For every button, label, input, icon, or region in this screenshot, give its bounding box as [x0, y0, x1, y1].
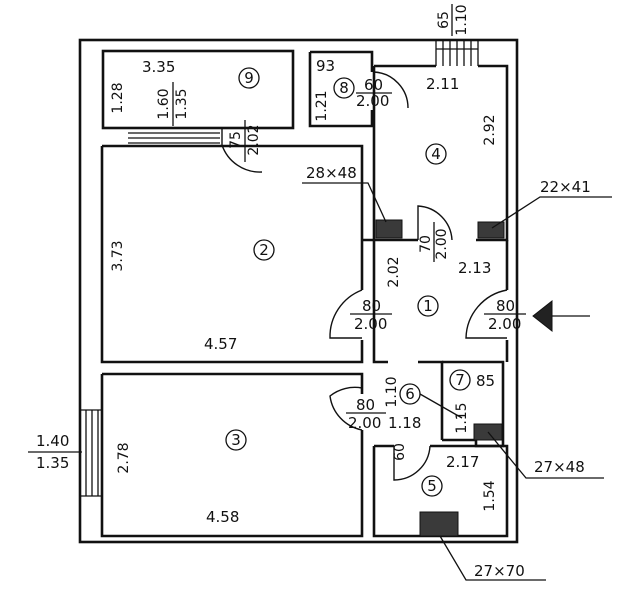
room-5-depth: 1.54	[482, 480, 498, 511]
room-9-number: 9	[244, 69, 254, 87]
balcony-window-width: 1.60	[156, 88, 172, 119]
corridor-dim-b: 1.18	[388, 414, 421, 432]
door-bath-width: 60	[392, 443, 408, 461]
room-7-width: 85	[476, 372, 495, 390]
room-7-depth: 1.15	[454, 402, 470, 433]
room-7-marker: 7	[449, 369, 471, 391]
room-9-outline	[101, 49, 295, 130]
room-2-depth: 3.73	[110, 240, 126, 271]
vent-room5	[419, 511, 459, 537]
room-5-marker: 5	[421, 475, 443, 497]
door-entrance-height: 2.00	[488, 315, 521, 333]
vent-room5-label: 27×70	[474, 562, 525, 580]
side-window-width: 1.40	[36, 432, 69, 450]
leader-vent-room5	[439, 535, 546, 581]
door-room2	[329, 289, 363, 339]
leader-vent-kitchen-left	[302, 182, 387, 223]
side-window	[79, 409, 102, 497]
vent-kitchen-left	[375, 219, 403, 239]
top-window-width: 65	[436, 11, 452, 29]
room-2-number: 2	[259, 241, 269, 259]
room-6-marker: 6	[399, 383, 421, 405]
door-room3	[329, 386, 363, 431]
vent-room7-label: 27×48	[534, 458, 585, 476]
door-room2-width: 80	[362, 297, 381, 315]
room-5-outline	[372, 444, 509, 538]
door-room3-width: 80	[356, 396, 375, 414]
leader-vent-kitchen-right	[491, 196, 612, 229]
room-3-width: 4.58	[206, 508, 239, 526]
room-2-width: 4.57	[204, 335, 237, 353]
room-5-width: 2.17	[446, 453, 479, 471]
room-4-number: 4	[431, 145, 441, 163]
room-1-marker: 1	[417, 295, 439, 317]
door-entrance	[465, 289, 508, 339]
hall-dim-right: 2.13	[458, 259, 491, 277]
room-8-number: 8	[339, 79, 349, 97]
door-balcony-width: 75	[228, 131, 244, 149]
top-window-height: 1.10	[454, 4, 470, 35]
leader-room6	[419, 393, 463, 419]
door-room2-height: 2.00	[354, 315, 387, 333]
door-kitchen-width: 70	[418, 235, 434, 253]
room-9-depth: 1.28	[110, 82, 126, 113]
room-8-outline	[308, 50, 374, 128]
room-8-door	[373, 71, 409, 109]
leader-vent-room7	[487, 431, 604, 479]
room-3-depth: 2.78	[116, 442, 132, 473]
door-room8-width: 60	[364, 76, 383, 94]
room-1-number: 1	[423, 297, 433, 315]
room-4-depth: 2.92	[482, 114, 498, 145]
door-balcony-height: 2.02	[246, 124, 262, 155]
room-8-depth: 1.21	[314, 90, 330, 121]
vent-kitchen-right-label: 22×41	[540, 178, 591, 196]
room-3-number: 3	[231, 431, 241, 449]
room-7-number: 7	[455, 371, 465, 389]
balcony-door	[221, 128, 263, 173]
entrance-arrow-icon	[532, 299, 590, 333]
door-room8-height: 2.00	[356, 92, 389, 110]
vent-kitchen-left-label: 28×48	[306, 164, 357, 182]
room-8-marker: 8	[333, 77, 355, 99]
room-5-number: 5	[427, 477, 437, 495]
outer-wall	[78, 38, 519, 544]
vent-kitchen-right	[477, 221, 505, 239]
top-window	[435, 39, 479, 66]
door-room3-height: 2.00	[348, 414, 381, 432]
room-4-width: 2.11	[426, 75, 459, 93]
balcony-window-height: 1.35	[174, 88, 190, 119]
room-9-marker: 9	[238, 67, 260, 89]
door-kitchen	[417, 205, 453, 241]
room-2-marker: 2	[253, 239, 275, 261]
room-8-width: 93	[316, 57, 335, 75]
corridor-dim-a: 1.10	[384, 376, 400, 407]
room-2-outline	[100, 144, 374, 364]
side-window-height: 1.35	[36, 454, 69, 472]
room-9-width: 3.35	[142, 58, 175, 76]
balcony-window	[128, 127, 220, 144]
door-bath	[393, 445, 431, 481]
door-kitchen-height: 2.00	[434, 228, 450, 259]
room-6-number: 6	[405, 385, 415, 403]
door-entrance-width: 80	[496, 297, 515, 315]
hall-dim-left: 2.02	[386, 256, 402, 287]
room-3-marker: 3	[225, 429, 247, 451]
room-4-marker: 4	[425, 143, 447, 165]
